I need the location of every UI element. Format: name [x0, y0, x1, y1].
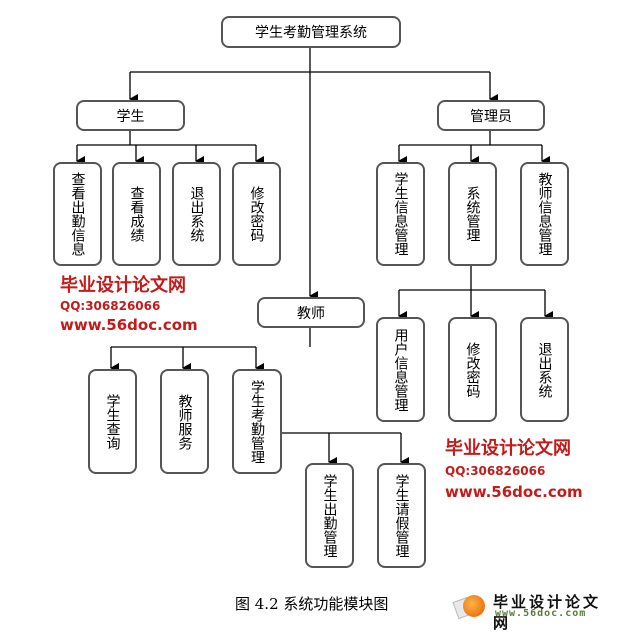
admin-child-label: 学生信息管理: [392, 172, 409, 256]
teacher-child-node: 学生考勤管理: [232, 369, 282, 474]
root-label: 学生考勤管理系统: [255, 25, 367, 41]
admin-child-label: 系统管理: [464, 186, 481, 242]
admin-child-node: 学生信息管理: [376, 162, 425, 266]
teacher-child-node: 教师服务: [160, 369, 209, 474]
teacher-child-label: 学生考勤管理: [249, 379, 265, 464]
attendance-child-label: 学生请假管理: [393, 473, 410, 558]
globe-icon: [463, 595, 485, 617]
site-logo: 毕业设计论文网 www.56doc.com: [452, 591, 615, 632]
watermark-site-cn: 毕业设计论文网: [445, 438, 571, 459]
watermark-url: www.56doc.com: [445, 483, 583, 501]
teacher-child-label: 学生查询: [104, 393, 121, 450]
teacher-child-label: 教师服务: [176, 393, 193, 450]
student-child-node: 退出系统: [172, 162, 221, 266]
watermark-qq: QQ:306826066: [445, 464, 546, 478]
logo-url: www.56doc.com: [495, 608, 587, 619]
attendance-child-label: 学生出勤管理: [321, 473, 338, 558]
student-node: 学生: [76, 100, 185, 131]
system-child-node: 退出系统: [520, 317, 569, 422]
admin-label: 管理员: [470, 108, 512, 125]
student-child-label: 查看成绩: [128, 186, 145, 242]
watermark-url: www.56doc.com: [60, 316, 198, 334]
student-child-label: 退出系统: [188, 186, 205, 242]
admin-child-node: 教师信息管理: [520, 162, 569, 266]
student-child-node: 修改密码: [232, 162, 281, 266]
system-child-node: 修改密码: [448, 317, 497, 422]
system-child-label: 退出系统: [536, 341, 553, 398]
attendance-child-node: 学生出勤管理: [305, 463, 354, 568]
student-child-node: 查看成绩: [112, 162, 161, 266]
student-child-node: 查看出勤信息: [53, 162, 102, 266]
student-label: 学生: [116, 108, 145, 125]
admin-child-node: 系统管理: [448, 162, 497, 266]
teacher-node: 教师: [257, 297, 365, 328]
teacher-label: 教师: [297, 305, 325, 322]
admin-node: 管理员: [437, 100, 545, 131]
figure-caption: 图 4.2 系统功能模块图: [235, 595, 389, 613]
system-child-label: 用户信息管理: [392, 327, 409, 412]
watermark-site-cn: 毕业设计论文网: [60, 275, 186, 296]
admin-child-label: 教师信息管理: [536, 172, 553, 256]
watermark-qq: QQ:306826066: [60, 299, 161, 313]
student-child-label: 查看出勤信息: [69, 172, 86, 256]
system-child-node: 用户信息管理: [376, 317, 425, 422]
root-node: 学生考勤管理系统: [221, 16, 401, 48]
attendance-child-node: 学生请假管理: [377, 463, 426, 568]
system-child-label: 修改密码: [464, 341, 481, 398]
student-child-label: 修改密码: [248, 186, 265, 242]
teacher-child-node: 学生查询: [88, 369, 137, 474]
